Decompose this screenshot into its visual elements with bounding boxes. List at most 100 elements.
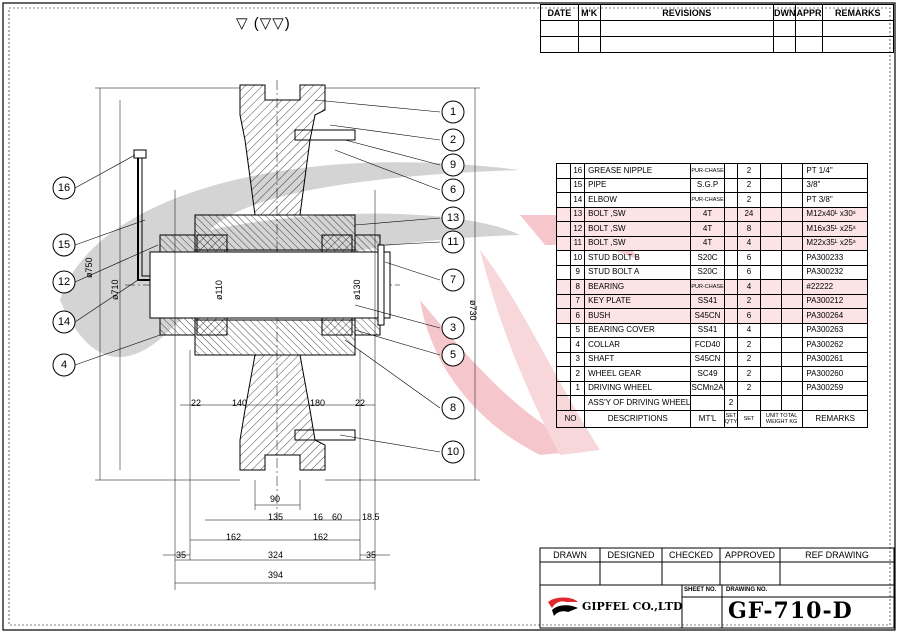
dim-35b: 35 <box>366 550 377 560</box>
parts-row-unit-weight <box>759 395 783 411</box>
parts-row-description: ELBOW <box>584 192 692 208</box>
parts-row-blank <box>555 395 572 411</box>
parts-row-set <box>723 293 739 309</box>
parts-row-remarks: PA300264 <box>802 308 868 324</box>
parts-row-no: 1 <box>570 380 586 396</box>
parts-row-description: BUSH <box>584 308 692 324</box>
rev-col-date: DATE <box>540 4 579 21</box>
callout-4: 4 <box>60 359 68 371</box>
title-ref-drawing: REF DRAWING <box>805 550 869 560</box>
parts-row-total-weight <box>781 380 804 396</box>
callout-16: 16 <box>57 182 71 194</box>
dim-16: 16 <box>313 512 324 522</box>
parts-row-total-weight <box>781 322 804 338</box>
parts-row-no: 3 <box>570 351 586 367</box>
callout-1: 1 <box>449 106 457 118</box>
sheet-no-label: SHEET NO. <box>684 587 717 593</box>
drawing-number: GF-710-D <box>728 598 853 624</box>
parts-row-no: 4 <box>570 337 586 353</box>
title-checked: CHECKED <box>668 550 713 560</box>
parts-row-qty: 24 <box>737 206 761 222</box>
callout-14: 14 <box>57 316 71 328</box>
callout-15: 15 <box>57 239 71 251</box>
parts-row-blank <box>555 366 572 382</box>
parts-row-total-weight <box>781 163 804 179</box>
parts-row-total-weight <box>781 337 804 353</box>
parts-row-qty: 2 <box>737 337 761 353</box>
parts-row-total-weight <box>781 279 804 295</box>
callout-13: 13 <box>446 212 460 224</box>
surface-finish-symbol: ▽ (▽▽) <box>236 15 291 32</box>
parts-row-material: S45CN <box>690 308 725 324</box>
parts-row-blank <box>555 380 572 396</box>
parts-row-description: BEARING <box>584 279 692 295</box>
parts-row-description: DRIVING WHEEL <box>584 380 692 396</box>
parts-row-total-weight <box>781 177 804 193</box>
parts-row-blank <box>555 308 572 324</box>
parts-row-description: STUD BOLT A <box>584 264 692 280</box>
parts-row-set <box>723 308 739 324</box>
parts-row-total-weight <box>781 308 804 324</box>
parts-row-blank <box>555 250 572 266</box>
parts-row-unit-weight <box>759 366 783 382</box>
parts-row-description: KEY PLATE <box>584 293 692 309</box>
title-designed: DESIGNED <box>607 550 655 560</box>
dim-730: ø730 <box>468 300 478 321</box>
dim-162b: 162 <box>313 532 329 542</box>
parts-row-blank <box>555 293 572 309</box>
parts-row-blank <box>555 221 572 237</box>
callout-10: 10 <box>446 446 460 458</box>
rev-col-dwn: DWN <box>772 4 797 21</box>
revisions-table: DATE M'K REVISIONS DWN APPR REMARKS <box>540 4 894 53</box>
parts-row-qty: 2 <box>737 177 761 193</box>
parts-row-blank <box>555 337 572 353</box>
parts-row-remarks: M16x35ᴸ x25ˢ <box>802 221 868 237</box>
parts-row-blank <box>555 322 572 338</box>
parts-row-set <box>723 250 739 266</box>
parts-row-no: 5 <box>570 322 586 338</box>
parts-row-material <box>690 395 725 411</box>
dim-394: 394 <box>268 570 284 580</box>
parts-row-material: PUR-CHASE <box>690 279 725 295</box>
dim-60: 60 <box>332 512 343 522</box>
parts-row-no: 15 <box>570 177 586 193</box>
parts-row-set <box>723 322 739 338</box>
revisions-row <box>540 20 894 37</box>
parts-row-description: COLLAR <box>584 337 692 353</box>
parts-row-unit-weight <box>759 308 783 324</box>
dim-140: 140 <box>232 398 248 408</box>
parts-row-unit-weight <box>759 337 783 353</box>
parts-row-total-weight <box>781 293 804 309</box>
parts-row-blank <box>555 235 572 251</box>
parts-row-material: PUR-CHASE <box>690 192 725 208</box>
parts-row-total-weight <box>781 264 804 280</box>
parts-row-total-weight <box>781 235 804 251</box>
parts-row-total-weight <box>781 366 804 382</box>
callout-9: 9 <box>449 159 457 171</box>
parts-row-remarks <box>802 395 868 411</box>
parts-row-material: S.G.P <box>690 177 725 193</box>
parts-row-no: 6 <box>570 308 586 324</box>
parts-row-description: BOLT ,SW <box>584 221 692 237</box>
dim-750: ø750 <box>84 257 94 278</box>
parts-row-remarks: M22x35ᴸ x25ˢ <box>802 235 868 251</box>
parts-row-blank <box>555 351 572 367</box>
revisions-row <box>540 36 894 53</box>
parts-row-total-weight <box>781 221 804 237</box>
callout-12: 12 <box>57 276 71 288</box>
parts-row-unit-weight <box>759 163 783 179</box>
parts-row-unit-weight <box>759 192 783 208</box>
parts-row-remarks: PA300232 <box>802 264 868 280</box>
dim-324: 324 <box>268 550 284 560</box>
parts-row-unit-weight <box>759 221 783 237</box>
parts-row-qty: 4 <box>737 235 761 251</box>
rev-col-appr: APPR <box>795 4 823 21</box>
parts-row-qty: 2 <box>737 351 761 367</box>
parts-row-set <box>723 279 739 295</box>
